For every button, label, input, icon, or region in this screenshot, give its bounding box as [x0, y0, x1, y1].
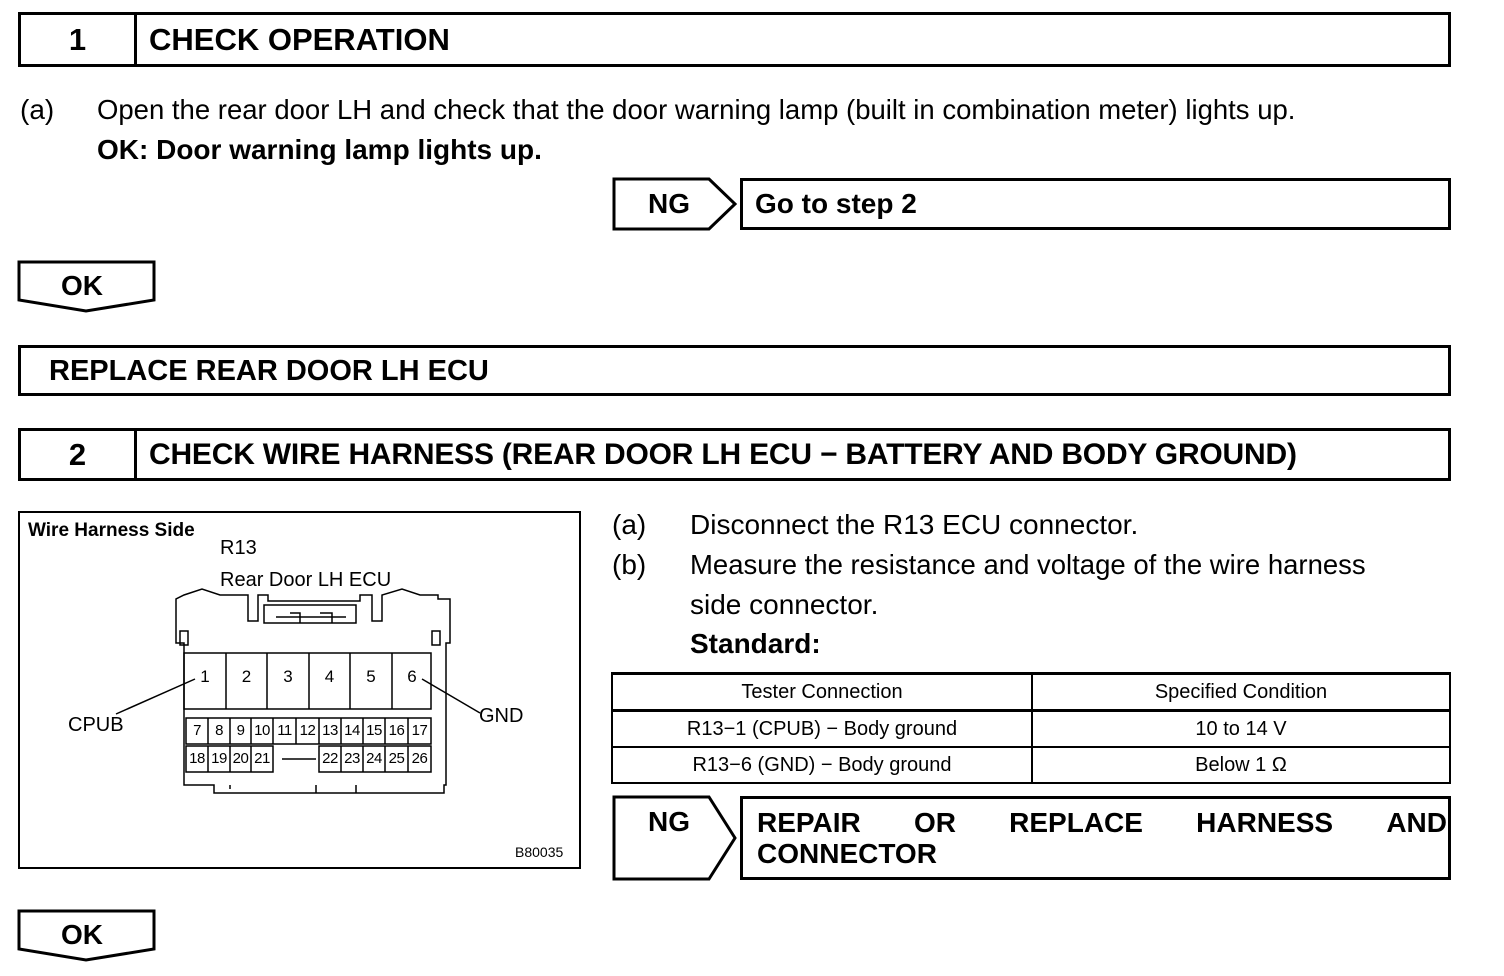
table-header: Tester Connection [611, 672, 1033, 712]
step-2-item-a-text: Disconnect the R13 ECU connector. [690, 509, 1139, 540]
step-2-item-a-label: (a) [612, 509, 647, 540]
pin-5: 5 [366, 667, 376, 686]
pin-11: 11 [277, 722, 292, 739]
pin-12: 12 [299, 722, 316, 739]
step-1-ng-arrow [612, 177, 738, 231]
pin-4: 4 [324, 667, 335, 686]
label-gnd: GND [479, 705, 524, 727]
step-2-ok-label: OK [61, 919, 103, 950]
bottom-pin-row-right: 22 23 24 25 26 [319, 750, 432, 767]
table-cell: R13−1 (CPUB) − Body ground [611, 709, 1033, 748]
pin-10: 10 [254, 722, 270, 739]
table-header-row: Tester Connection Specified Condition [611, 672, 1451, 712]
ng-word: AND [1386, 807, 1447, 838]
table-cell: R13−6 (GND) − Body ground [611, 746, 1033, 784]
pin-25: 25 [388, 750, 405, 767]
pin-16: 16 [388, 722, 405, 739]
step-2-item-b-label: (b) [612, 549, 647, 580]
step-1-ng-action: Go to step 2 [755, 188, 917, 219]
step-1-header: 1 CHECK OPERATION [18, 12, 1451, 67]
step-1-result-box: REPLACE REAR DOOR LH ECU [18, 345, 1451, 396]
table-header: Specified Condition [1031, 672, 1451, 712]
pin-24: 24 [366, 750, 382, 767]
table-row: R13−6 (GND) − Body ground Below 1 Ω [611, 746, 1451, 784]
pin-22: 22 [322, 750, 338, 767]
pin-6: 6 [407, 667, 417, 686]
step-1-ok-condition: OK: Door warning lamp lights up. [97, 134, 542, 165]
connector-drawing [115, 588, 481, 794]
ng-word: REPAIR [757, 807, 861, 838]
step-2-ng-label: NG [648, 806, 690, 837]
table-cell: Below 1 Ω [1031, 746, 1451, 784]
pin-13: 13 [322, 722, 338, 739]
step-1-ok-arrow [17, 260, 156, 313]
step-2-ng-action-line1: REPAIR OR REPLACE HARNESS AND [757, 807, 1447, 839]
step-2-ok-arrow [17, 909, 156, 962]
pin-19: 19 [211, 750, 227, 767]
connector-id: R13 [220, 537, 257, 559]
step-1-title: CHECK OPERATION [149, 21, 450, 57]
pin-20: 20 [232, 750, 249, 767]
connector-name: Rear Door LH ECU [220, 569, 392, 591]
standard-label: Standard: [690, 628, 821, 659]
pin-9: 9 [236, 722, 245, 739]
top-pin-row: 1 2 3 4 5 6 [184, 667, 432, 687]
ng-word: OR [913, 807, 956, 838]
step-1-ng-label: NG [648, 188, 690, 219]
pin-7: 7 [193, 722, 201, 739]
pin-2: 2 [241, 667, 252, 686]
pin-1: 1 [200, 667, 210, 686]
step-2-item-b-line2: side connector. [690, 589, 879, 620]
step-1-item-a-label: (a) [20, 94, 55, 125]
table-cell: 10 to 14 V [1031, 709, 1451, 748]
pin-23: 23 [344, 750, 360, 767]
pin-17: 17 [411, 722, 428, 739]
step-1-ng-action-box: Go to step 2 [740, 178, 1451, 230]
bottom-pin-row-left: 18 19 20 21 [186, 750, 274, 767]
pin-8: 8 [215, 722, 223, 739]
pin-26: 26 [411, 750, 428, 767]
step-2-ng-action-line2: CONNECTOR [757, 838, 937, 869]
pin-3: 3 [283, 667, 293, 686]
step-2-header: 2 CHECK WIRE HARNESS (REAR DOOR LH ECU −… [18, 428, 1451, 481]
pin-15: 15 [366, 722, 382, 739]
step-2-item-b-line1: Measure the resistance and voltage of th… [690, 549, 1366, 580]
step-2-ng-arrow [612, 795, 737, 881]
step-1-result: REPLACE REAR DOOR LH ECU [49, 355, 489, 387]
mid-pin-row: 7 8 9 10 11 12 13 14 15 16 17 [186, 722, 432, 739]
figure-code: B80035 [515, 844, 564, 860]
step-2-ng-action-box: REPAIR OR REPLACE HARNESS AND CONNECTOR [740, 796, 1451, 880]
step-2-title: CHECK WIRE HARNESS (REAR DOOR LH ECU − B… [149, 437, 1297, 471]
pin-18: 18 [189, 750, 205, 767]
pin-14: 14 [344, 722, 360, 739]
step-1-item-a-text: Open the rear door LH and check that the… [97, 94, 1296, 125]
connector-diagram: Wire Harness Side R13 Rear Door LH ECU C… [18, 511, 581, 869]
pin-21: 21 [254, 750, 270, 767]
step-1-number: 1 [21, 15, 137, 64]
spec-table: Tester Connection Specified Condition R1… [611, 672, 1451, 784]
ng-word: HARNESS [1196, 807, 1334, 838]
diagram-heading: Wire Harness Side [28, 520, 195, 541]
ng-word: REPLACE [1009, 807, 1143, 838]
table-row: R13−1 (CPUB) − Body ground 10 to 14 V [611, 709, 1451, 748]
label-cpub: CPUB [68, 714, 124, 736]
step-1-ok-label: OK [61, 270, 103, 301]
step-2-number: 2 [21, 431, 137, 478]
